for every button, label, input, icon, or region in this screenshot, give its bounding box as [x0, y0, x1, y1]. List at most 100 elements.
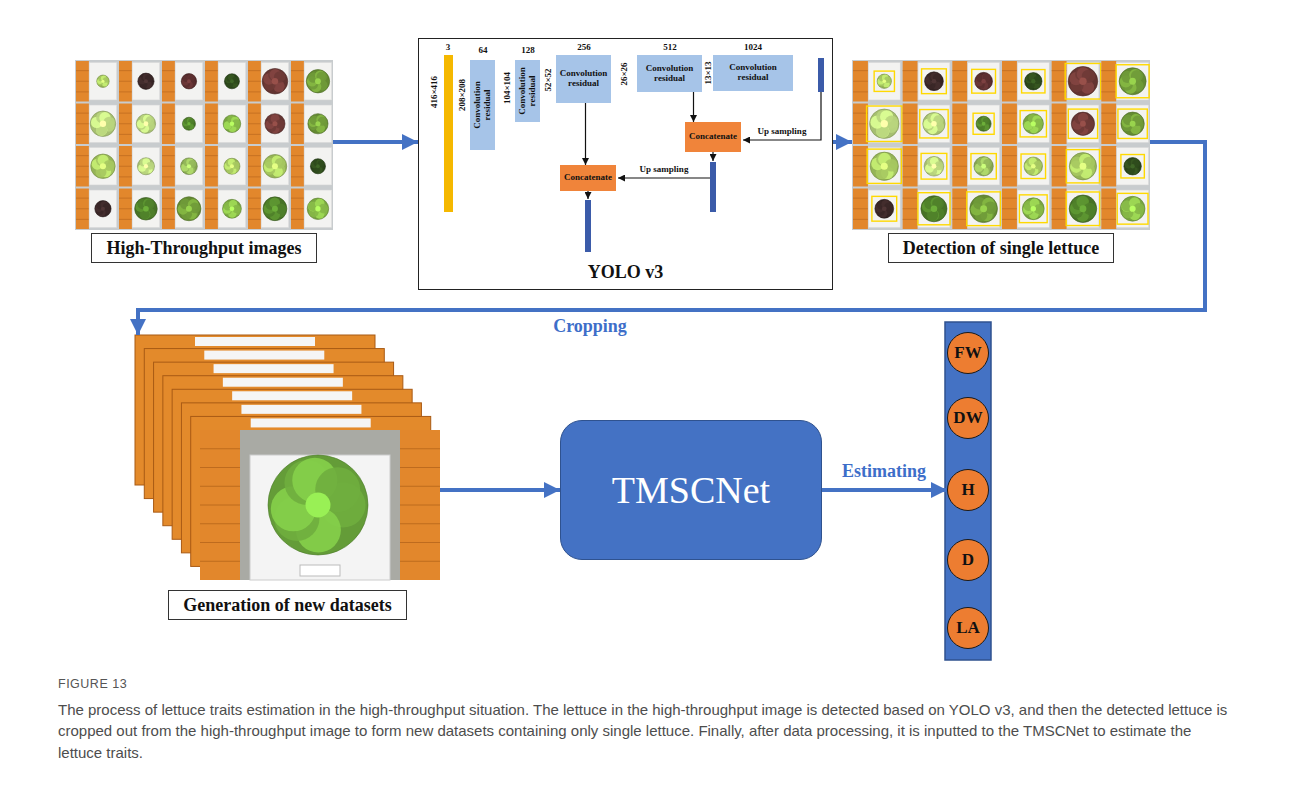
lettuce-heart	[143, 206, 149, 212]
holder-stripe	[205, 113, 218, 114]
dimension-label: 3	[446, 43, 451, 52]
lettuce-heart	[187, 122, 190, 125]
foam-holder	[248, 61, 261, 102]
holder-stripe	[400, 467, 440, 468]
lettuce-plant	[975, 72, 993, 90]
holder-stripe	[1002, 219, 1017, 220]
holder-stripe	[162, 166, 175, 167]
tray	[868, 63, 900, 100]
detection-box	[874, 71, 894, 91]
holder-stripe	[952, 219, 967, 220]
foam-holder	[119, 104, 132, 145]
holder-stripe	[1101, 166, 1116, 167]
output-bar	[818, 58, 824, 92]
holder-stripe	[853, 219, 868, 220]
holder-stripe	[205, 176, 218, 177]
lettuce-heart	[1031, 164, 1036, 169]
lettuce-plant	[870, 152, 898, 180]
detection-box	[922, 69, 947, 94]
foam-holder	[205, 61, 218, 102]
dimension-label: 104×104	[503, 72, 512, 104]
detection-box	[1116, 65, 1149, 98]
lettuce-plant	[1022, 198, 1044, 220]
holder-stripe	[903, 208, 918, 209]
tray	[175, 105, 203, 142]
foam-holder	[853, 61, 868, 102]
holder-stripe	[205, 198, 218, 199]
lettuce-plant	[1124, 158, 1141, 175]
foam-holder	[162, 189, 175, 230]
model-name: TMSCNet	[612, 468, 770, 512]
holder-stripe	[200, 486, 240, 487]
holder-stripe	[1101, 81, 1116, 82]
holder-stripe	[952, 155, 967, 156]
input-bar	[444, 55, 453, 212]
holder-stripe	[903, 219, 918, 220]
holder-stripe	[205, 91, 218, 92]
holder-stripe	[903, 198, 918, 199]
detection-box	[1020, 111, 1046, 137]
holder-stripe	[76, 219, 89, 220]
conv-block: Convolution residual	[515, 60, 540, 122]
holder-stripe	[1052, 166, 1067, 167]
lettuce-heart	[1130, 121, 1136, 127]
tray	[1017, 105, 1049, 142]
foam-holder	[903, 104, 918, 145]
lettuce-plant	[976, 116, 991, 131]
foam-holder	[853, 189, 868, 230]
tray	[1067, 63, 1099, 100]
tray	[261, 148, 289, 185]
holder-stripe	[119, 123, 132, 124]
holder-stripe	[400, 561, 440, 562]
holder-stripe	[853, 134, 868, 135]
photo-ground	[852, 60, 1150, 230]
card-tray-edge	[232, 391, 352, 400]
holder-stripe	[1002, 208, 1017, 209]
lettuce-plant	[1071, 112, 1094, 135]
panel-caption: Generation of new datasets	[168, 590, 406, 620]
holder-stripe	[903, 155, 918, 156]
holder-stripe	[1002, 198, 1017, 199]
tray	[218, 190, 246, 227]
holder-stripe	[1052, 91, 1067, 92]
lettuce-heart	[1031, 206, 1036, 211]
lettuce-plant	[138, 73, 154, 89]
holder-stripe	[400, 486, 440, 487]
tray	[89, 63, 117, 100]
lettuce-plant	[177, 197, 201, 221]
holder-stripe	[400, 523, 440, 524]
holder-stripe	[1002, 70, 1017, 71]
detection-box	[872, 196, 897, 221]
figure-number: FIGURE 13	[58, 677, 127, 691]
tray	[918, 105, 950, 142]
holder-stripe	[162, 70, 175, 71]
tray	[868, 148, 900, 185]
lettuce-heart	[982, 122, 986, 126]
holder-stripe	[1101, 155, 1116, 156]
holder-stripe	[162, 81, 175, 82]
holder-stripe	[162, 113, 175, 114]
lettuce-plant	[95, 201, 111, 217]
foam-holder	[205, 189, 218, 230]
foam-holder	[200, 430, 240, 580]
lettuce-plant	[1025, 73, 1042, 90]
foam-holder	[205, 104, 218, 145]
lettuce-heart	[981, 79, 985, 83]
detection-box	[1066, 150, 1099, 183]
tray	[175, 148, 203, 185]
card-tray-edge	[195, 337, 315, 346]
holder-stripe	[853, 176, 868, 177]
trait-circle: DW	[947, 397, 989, 439]
trait-name: H	[961, 480, 974, 500]
holder-stripe	[200, 523, 240, 524]
lettuce-heart	[230, 164, 234, 168]
holder-stripe	[1002, 176, 1017, 177]
holder-stripe	[119, 155, 132, 156]
tray	[261, 190, 289, 227]
holder-stripe	[291, 219, 304, 220]
trait-circle: FW	[947, 332, 989, 374]
lettuce-heart	[230, 206, 235, 211]
dimension-label: 13×13	[703, 61, 712, 84]
foam-holder	[76, 61, 89, 102]
